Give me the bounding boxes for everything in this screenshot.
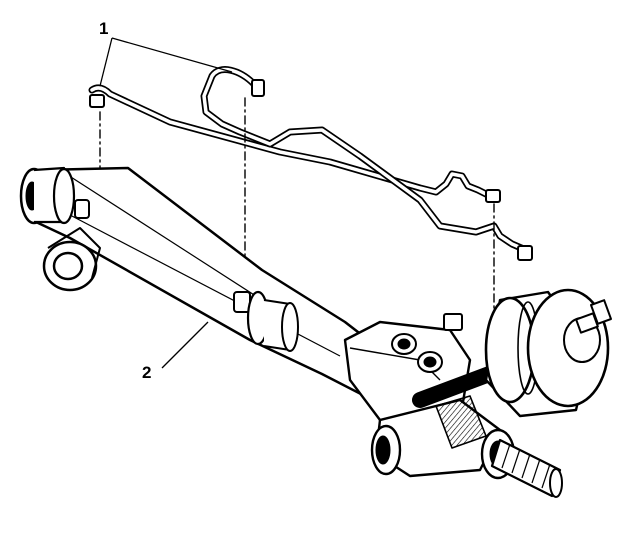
pinion-housing (484, 288, 612, 418)
output-shaft (490, 438, 563, 498)
left-end-cap (19, 166, 76, 225)
tube-collar (246, 290, 299, 352)
mounting-bushing (42, 227, 101, 292)
leader-lines (99, 37, 233, 369)
callout-label-steering-gear: 2 (142, 363, 152, 382)
steering-gear-housing (19, 166, 612, 498)
callout-label-hydraulic-lines: 1 (99, 19, 109, 38)
hydraulic-lines (88, 66, 533, 311)
line-fitting (89, 79, 533, 261)
